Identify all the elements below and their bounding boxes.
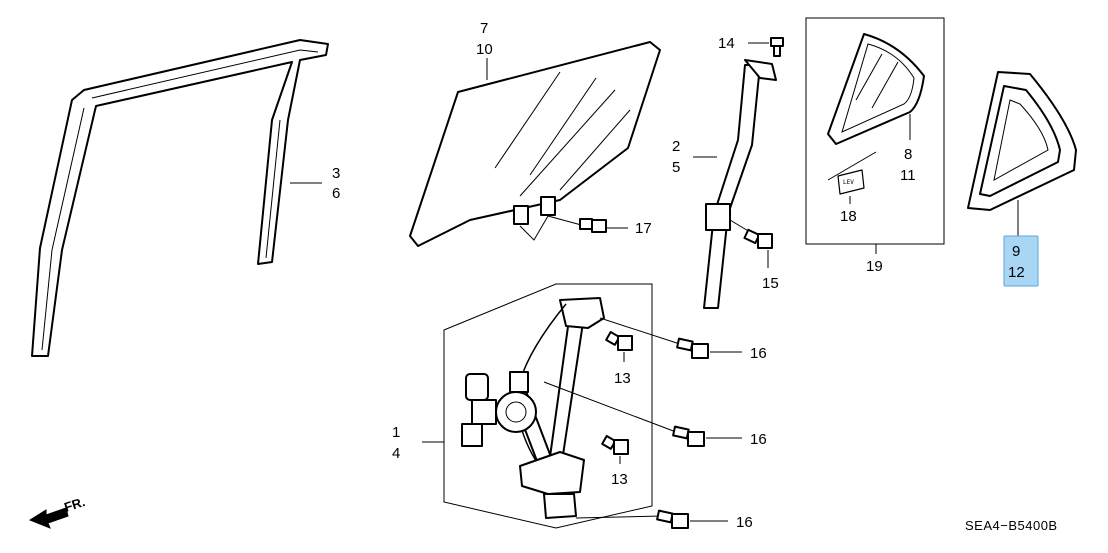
label-2: 2 — [672, 138, 680, 155]
label-9-12-highlight — [1003, 235, 1039, 287]
label-9: 9 — [1012, 243, 1020, 260]
bolt-15-part[interactable] — [743, 228, 773, 249]
label-19: 19 — [866, 258, 883, 275]
label-13-lower: 13 — [611, 471, 628, 488]
screw-14-part[interactable] — [770, 37, 784, 57]
label-6: 6 — [332, 185, 340, 202]
bolt-16b-part[interactable] — [672, 425, 705, 447]
label-15: 15 — [762, 275, 779, 292]
front-indicator-label: FR. — [62, 494, 87, 515]
label-4: 4 — [392, 445, 400, 462]
lev-label-text: LEV — [843, 179, 854, 186]
label-11: 11 — [900, 167, 916, 184]
lev-label-part[interactable]: LEV — [837, 169, 865, 195]
label-7: 7 — [480, 20, 488, 37]
bolt-13a-part[interactable] — [605, 331, 633, 351]
bolt-13b-part[interactable] — [601, 435, 629, 455]
window-regulator-part[interactable] — [461, 297, 605, 519]
bolt-16a-part[interactable] — [676, 337, 709, 359]
label-10: 10 — [476, 41, 493, 58]
label-16-middle: 16 — [750, 431, 767, 448]
label-8: 8 — [904, 146, 912, 163]
label-18: 18 — [840, 208, 857, 225]
door-glass-part[interactable] — [409, 41, 661, 247]
label-3: 3 — [332, 165, 340, 182]
assembly-box-19 — [805, 17, 945, 245]
label-1: 1 — [392, 424, 400, 441]
diagram-code: SEA4−B5400B — [965, 518, 1058, 533]
label-13-upper: 13 — [614, 370, 631, 387]
quarter-glass-part[interactable] — [827, 33, 925, 145]
bolt-16c-part[interactable] — [656, 509, 689, 529]
quarter-weatherstrip-part[interactable] — [967, 71, 1077, 211]
bolt-17-part[interactable] — [579, 218, 607, 233]
run-channel-part[interactable] — [31, 39, 329, 357]
assembly-box-1 — [443, 283, 653, 529]
label-16-top: 16 — [750, 345, 767, 362]
label-17: 17 — [635, 220, 652, 237]
label-14: 14 — [718, 35, 735, 52]
label-16-bottom: 16 — [736, 514, 753, 531]
label-5: 5 — [672, 159, 680, 176]
center-sash-part[interactable] — [703, 59, 777, 309]
label-12: 12 — [1008, 264, 1025, 281]
front-arrow-icon — [28, 507, 69, 529]
